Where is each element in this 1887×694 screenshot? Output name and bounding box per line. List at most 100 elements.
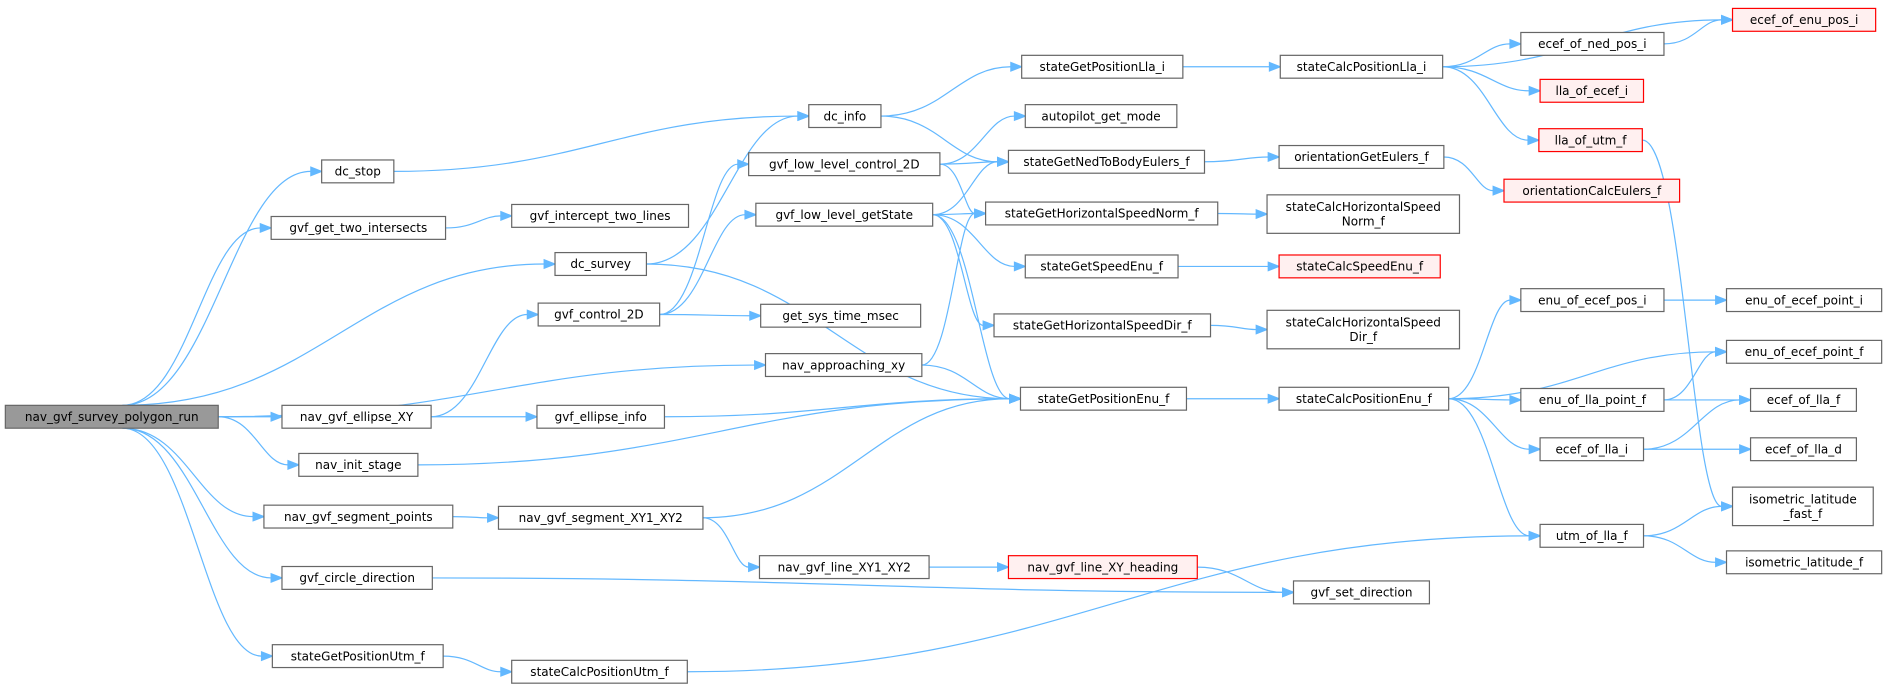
node-utm-of-lla-f[interactable]: utm_of_lla_f: [1539, 523, 1645, 548]
node-ecef-of-lla-d[interactable]: ecef_of_lla_d: [1749, 437, 1858, 462]
node-box: [748, 152, 941, 177]
node-orientationgeteulers-f[interactable]: orientationGetEulers_f: [1278, 144, 1445, 169]
edge-root-to-nav_gvf_ellipse_XY: [218, 411, 284, 422]
node-nav-gvf-line-xy1-xy2[interactable]: nav_gvf_line_XY1_XY2: [758, 555, 930, 580]
edge-ecef_of_lla_i-to-ecef_of_lla_d: [1643, 444, 1753, 455]
arrowhead-icon: [1527, 135, 1541, 146]
node-ecef-of-ned-pos-i[interactable]: ecef_of_ned_pos_i: [1520, 31, 1665, 56]
node-statecalcpositionlla-i[interactable]: stateCalcPositionLla_i: [1279, 54, 1444, 79]
arrowhead-icon: [1715, 557, 1729, 568]
edge-line: [687, 535, 1530, 673]
node-ecef-of-lla-i[interactable]: ecef_of_lla_i: [1539, 437, 1645, 462]
edge-line: [122, 170, 311, 406]
node-label: utm_of_lla_f: [1556, 529, 1629, 543]
node-nav-gvf-segment-points[interactable]: nav_gvf_segment_points: [263, 504, 454, 529]
edge-line: [932, 214, 1015, 268]
edge-line: [939, 115, 1015, 165]
edge-gvf_control_2D-to-gvf_low_level_control_2D: [659, 159, 751, 316]
node-label: gvf_set_direction: [1310, 586, 1412, 600]
node-autopilot-get-mode[interactable]: autopilot_get_mode: [1024, 104, 1178, 129]
node-statecalcpositionutm-f[interactable]: stateCalcPositionUtm_f: [511, 659, 688, 684]
node-dc-info[interactable]: dc_info: [808, 104, 882, 129]
node-get-sys-time-msec[interactable]: get_sys_time_msec: [760, 303, 922, 328]
edge-line: [1642, 139, 1722, 507]
arrowhead-icon: [749, 310, 763, 321]
node-box: [1007, 149, 1206, 174]
node-gvf-intercept-two-lines[interactable]: gvf_intercept_two_lines: [511, 203, 690, 228]
node-stategetspeedenu-f[interactable]: stateGetSpeedEnu_f: [1024, 254, 1179, 279]
node-box: [808, 104, 882, 129]
edge-gvf_low_level_getState-to-stateGetSpeedEnu_f: [932, 214, 1027, 272]
edge-gvf_control_2D-to-get_sys_time_msec: [659, 310, 763, 321]
node-label: ecef_of_ned_pos_i: [1538, 37, 1646, 51]
node-label: stateGetHorizontalSpeedNorm_f: [1005, 207, 1200, 221]
node-isometric-latitude-fast-f[interactable]: isometric_latitude_fast_f: [1731, 486, 1874, 527]
node-lla-of-ecef-i[interactable]: lla_of_ecef_i: [1539, 78, 1645, 103]
node-enu-of-ecef-point-i[interactable]: enu_of_ecef_point_i: [1725, 288, 1883, 313]
edge-line: [431, 313, 528, 418]
edge-root-to-nav_gvf_segment_points: [122, 427, 266, 522]
edges-layer: [122, 14, 1753, 677]
node-statecalcpositionenu-f[interactable]: stateCalcPositionEnu_f: [1278, 386, 1450, 411]
node-gvf-control-2d[interactable]: gvf_control_2D: [537, 302, 661, 327]
node-gvf-low-level-getstate[interactable]: gvf_low_level_getState: [755, 202, 934, 227]
arrowhead-icon: [1528, 85, 1542, 96]
arrowhead-icon: [982, 320, 996, 331]
node-nav-gvf-ellipse-xy[interactable]: nav_gvf_ellipse_XY: [281, 404, 432, 429]
node-enu-of-ecef-pos-i[interactable]: enu_of_ecef_pos_i: [1520, 288, 1665, 313]
node-label: stateGetPositionLla_i: [1040, 60, 1165, 74]
node-statecalcspeedenu-f[interactable]: stateCalcSpeedEnu_f: [1278, 254, 1441, 279]
edge-dc_stop-to-dc_info: [393, 110, 811, 172]
node-stategetpositionlla-i[interactable]: stateGetPositionLla_i: [1021, 54, 1184, 79]
node-nav-gvf-line-xy-heading[interactable]: nav_gvf_line_XY_heading: [1007, 555, 1198, 580]
node-gvf-ellipse-info[interactable]: gvf_ellipse_info: [536, 404, 666, 429]
node-gvf-get-two-intersects[interactable]: gvf_get_two_intersects: [270, 215, 447, 240]
node-box: [1539, 523, 1645, 548]
node-gvf-low-level-control-2d[interactable]: gvf_low_level_control_2D: [748, 152, 941, 177]
node-enu-of-lla-point-f[interactable]: enu_of_lla_point_f: [1520, 387, 1665, 412]
edge-utm_of_lla_f-to-isometric_latitude_f: [1643, 535, 1729, 568]
node-label: stateCalcPositionLla_i: [1297, 60, 1427, 74]
arrowhead-icon: [1267, 393, 1281, 404]
node-box: [1520, 31, 1665, 56]
node-dc-survey[interactable]: dc_survey: [554, 251, 648, 277]
arrowhead-icon: [259, 222, 273, 234]
edge-line: [932, 214, 1010, 400]
node-nav-init-stage[interactable]: nav_init_stage: [298, 452, 419, 477]
node-box: [511, 203, 690, 228]
node-stategetpositionenu-f[interactable]: stateGetPositionEnu_f: [1019, 386, 1188, 411]
node-gvf-set-direction[interactable]: gvf_set_direction: [1292, 580, 1431, 605]
edge-stateCalcPositionEnu_f-to-enu_of_ecef_pos_i: [1448, 295, 1523, 400]
edge-line: [659, 163, 738, 316]
node-label: _fast_f: [1782, 507, 1823, 521]
arrowhead-icon: [270, 411, 284, 422]
edge-line: [939, 163, 976, 215]
node-nav-approaching-xy[interactable]: nav_approaching_xy: [764, 353, 923, 378]
node-isometric-latitude-f[interactable]: isometric_latitude_f: [1725, 550, 1883, 575]
node-nav-gvf-segment-xy1-xy2[interactable]: nav_gvf_segment_XY1_XY2: [497, 505, 704, 530]
node-ecef-of-lla-f[interactable]: ecef_of_lla_f: [1749, 387, 1858, 412]
node-ecef-of-enu-pos-i[interactable]: ecef_of_enu_pos_i: [1731, 7, 1877, 32]
node-lla-of-utm-f[interactable]: lla_of_utm_f: [1538, 128, 1643, 153]
node-box: [764, 353, 923, 378]
node-dc-stop[interactable]: dc_stop: [321, 159, 395, 184]
edge-stateGetNedToBodyEulers_f-to-orientationGetEulers_f: [1204, 151, 1281, 163]
node-stategethorizontalspeeddir-f[interactable]: stateGetHorizontalSpeedDir_f: [993, 313, 1212, 338]
node-enu-of-ecef-point-f[interactable]: enu_of_ecef_point_f: [1725, 339, 1883, 364]
node-label: lla_of_utm_f: [1555, 133, 1628, 147]
node-label: stateCalcPositionUtm_f: [530, 665, 669, 679]
arrowhead-icon: [1721, 14, 1735, 25]
node-box: [536, 404, 666, 429]
edge-nav_gvf_segment_XY1_XY2-to-stateGetPositionEnu_f: [702, 393, 1023, 519]
node-stategetnedtobodyeulers-f[interactable]: stateGetNedToBodyEulers_f: [1007, 149, 1206, 174]
node-stategethorizontalspeednorm-f[interactable]: stateGetHorizontalSpeedNorm_f: [984, 201, 1219, 226]
node-box: [1538, 128, 1643, 153]
node-label: stateGetPositionEnu_f: [1038, 392, 1170, 406]
node-orientationcalceulers-f[interactable]: orientationCalcEulers_f: [1503, 178, 1681, 203]
node-stategetpositionutm-f[interactable]: stateGetPositionUtm_f: [271, 644, 444, 669]
node-label: gvf_get_two_intersects: [289, 221, 427, 235]
arrowhead-icon: [525, 411, 539, 422]
node-gvf-circle-direction[interactable]: gvf_circle_direction: [281, 565, 433, 590]
